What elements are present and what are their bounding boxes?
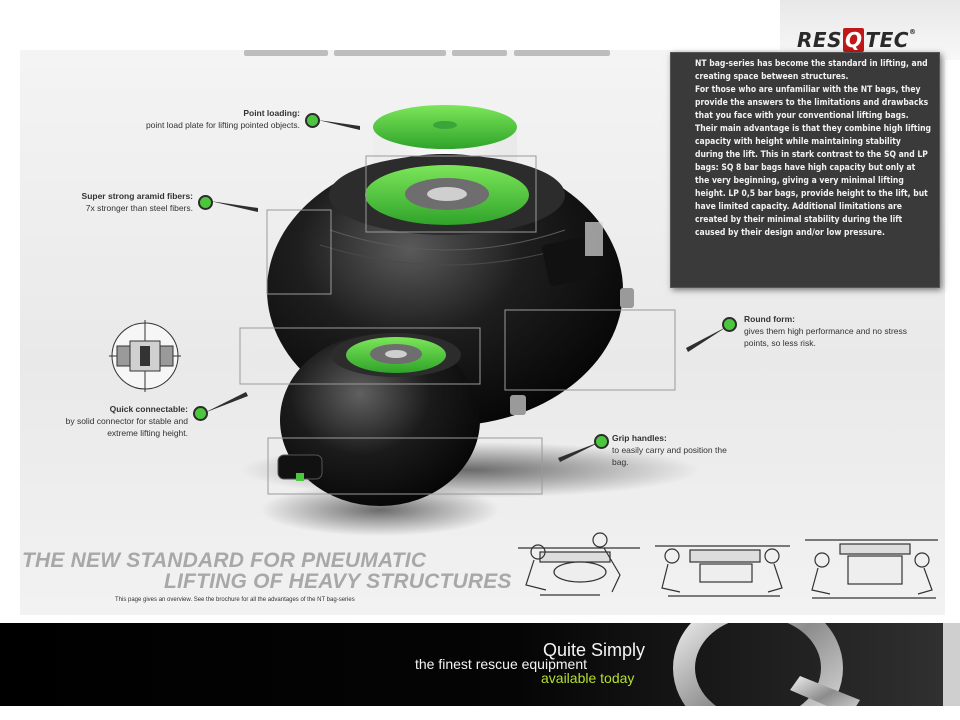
callout-text: point load plate for lifting pointed obj… xyxy=(145,120,300,130)
big-bag-handle xyxy=(510,395,526,415)
callout-text: by solid connector for stable and extrem… xyxy=(65,416,188,438)
callout-point-loading: Point loading: point load plate for lift… xyxy=(110,107,300,131)
overview-note: This page gives an overview. See the bro… xyxy=(115,597,355,603)
footer-tagline-2: the finest rescue equipment xyxy=(415,656,587,672)
description-text: NT bag-series has become the standard in… xyxy=(695,59,932,238)
frame-quick-connect xyxy=(239,327,481,385)
callout-dot-point-loading xyxy=(305,113,320,128)
small-bag-shadow xyxy=(260,484,500,536)
fiber-line xyxy=(319,244,576,266)
logo-prefix: RES xyxy=(797,28,842,52)
small-bag-connector-center xyxy=(385,350,407,358)
callout-dot-quick-connect xyxy=(193,406,208,421)
frame-grip-handles xyxy=(267,437,543,495)
bag-sticker xyxy=(585,222,603,256)
headline-line-2: LIFTING OF HEAVY STRUCTURES xyxy=(164,570,512,593)
logo-area xyxy=(780,0,960,60)
rescue-scene-sketch-3 xyxy=(805,539,938,599)
pointer-round-form xyxy=(686,326,728,352)
big-bag-handle xyxy=(620,288,634,308)
callout-dot-round-form xyxy=(722,317,737,332)
tab-bar xyxy=(452,50,507,56)
headline-line-1: THE NEW STANDARD FOR PNEUMATIC xyxy=(22,549,427,572)
small-lifting-bag xyxy=(280,334,480,506)
pointer-point-loading xyxy=(318,120,360,130)
callout-text: 7x stronger than steel fibers. xyxy=(85,203,193,213)
callout-title: Super strong aramid fibers: xyxy=(81,191,193,201)
frame-round-form xyxy=(504,309,676,391)
pointer-quick-connect xyxy=(204,392,248,413)
callout-text: to easily carry and position the bag. xyxy=(612,445,727,467)
big-bag-connector-center xyxy=(427,187,467,201)
connector-diagram xyxy=(109,320,181,392)
tab-bar xyxy=(244,50,328,56)
rescue-scene-sketch-2 xyxy=(655,545,790,597)
callout-aramid: Super strong aramid fibers: 7x stronger … xyxy=(50,190,193,214)
footer-banner xyxy=(0,623,943,706)
callout-text: gives them high performance and no stres… xyxy=(744,326,908,348)
frame-aramid xyxy=(266,209,332,295)
footer-tagline-1: Quite Simply xyxy=(543,640,646,660)
pointer-aramid xyxy=(210,201,258,212)
callout-dot-grip-handles xyxy=(594,434,609,449)
callout-grip-handles: Grip handles: to easily carry and positi… xyxy=(612,432,742,468)
bag-label xyxy=(542,235,599,286)
callout-round-form: Round form: gives them high performance … xyxy=(744,313,914,349)
tab-bar xyxy=(334,50,446,56)
footer-tagline-3: available today xyxy=(541,670,635,686)
logo-q: Q xyxy=(842,28,865,52)
footer-edge xyxy=(943,623,960,706)
fiber-line xyxy=(329,229,566,251)
callout-quick-connect: Quick connectable: by solid connector fo… xyxy=(45,403,188,439)
logo-suffix: TEC xyxy=(865,28,909,52)
frame-point-loading xyxy=(365,155,537,233)
tab-bar xyxy=(514,50,610,56)
callout-title: Quick connectable: xyxy=(109,404,188,414)
logo-registered: ® xyxy=(908,28,917,36)
rescue-scene-sketch-1 xyxy=(518,532,640,596)
pointer-grip-handles xyxy=(558,441,602,462)
callout-title: Grip handles: xyxy=(612,433,667,443)
callout-dot-aramid xyxy=(198,195,213,210)
grip-handle-badge xyxy=(296,473,304,481)
point-load-plate-center xyxy=(433,121,457,129)
callout-title: Point loading: xyxy=(243,108,300,118)
description-panel xyxy=(670,52,940,288)
callout-title: Round form: xyxy=(744,314,795,324)
